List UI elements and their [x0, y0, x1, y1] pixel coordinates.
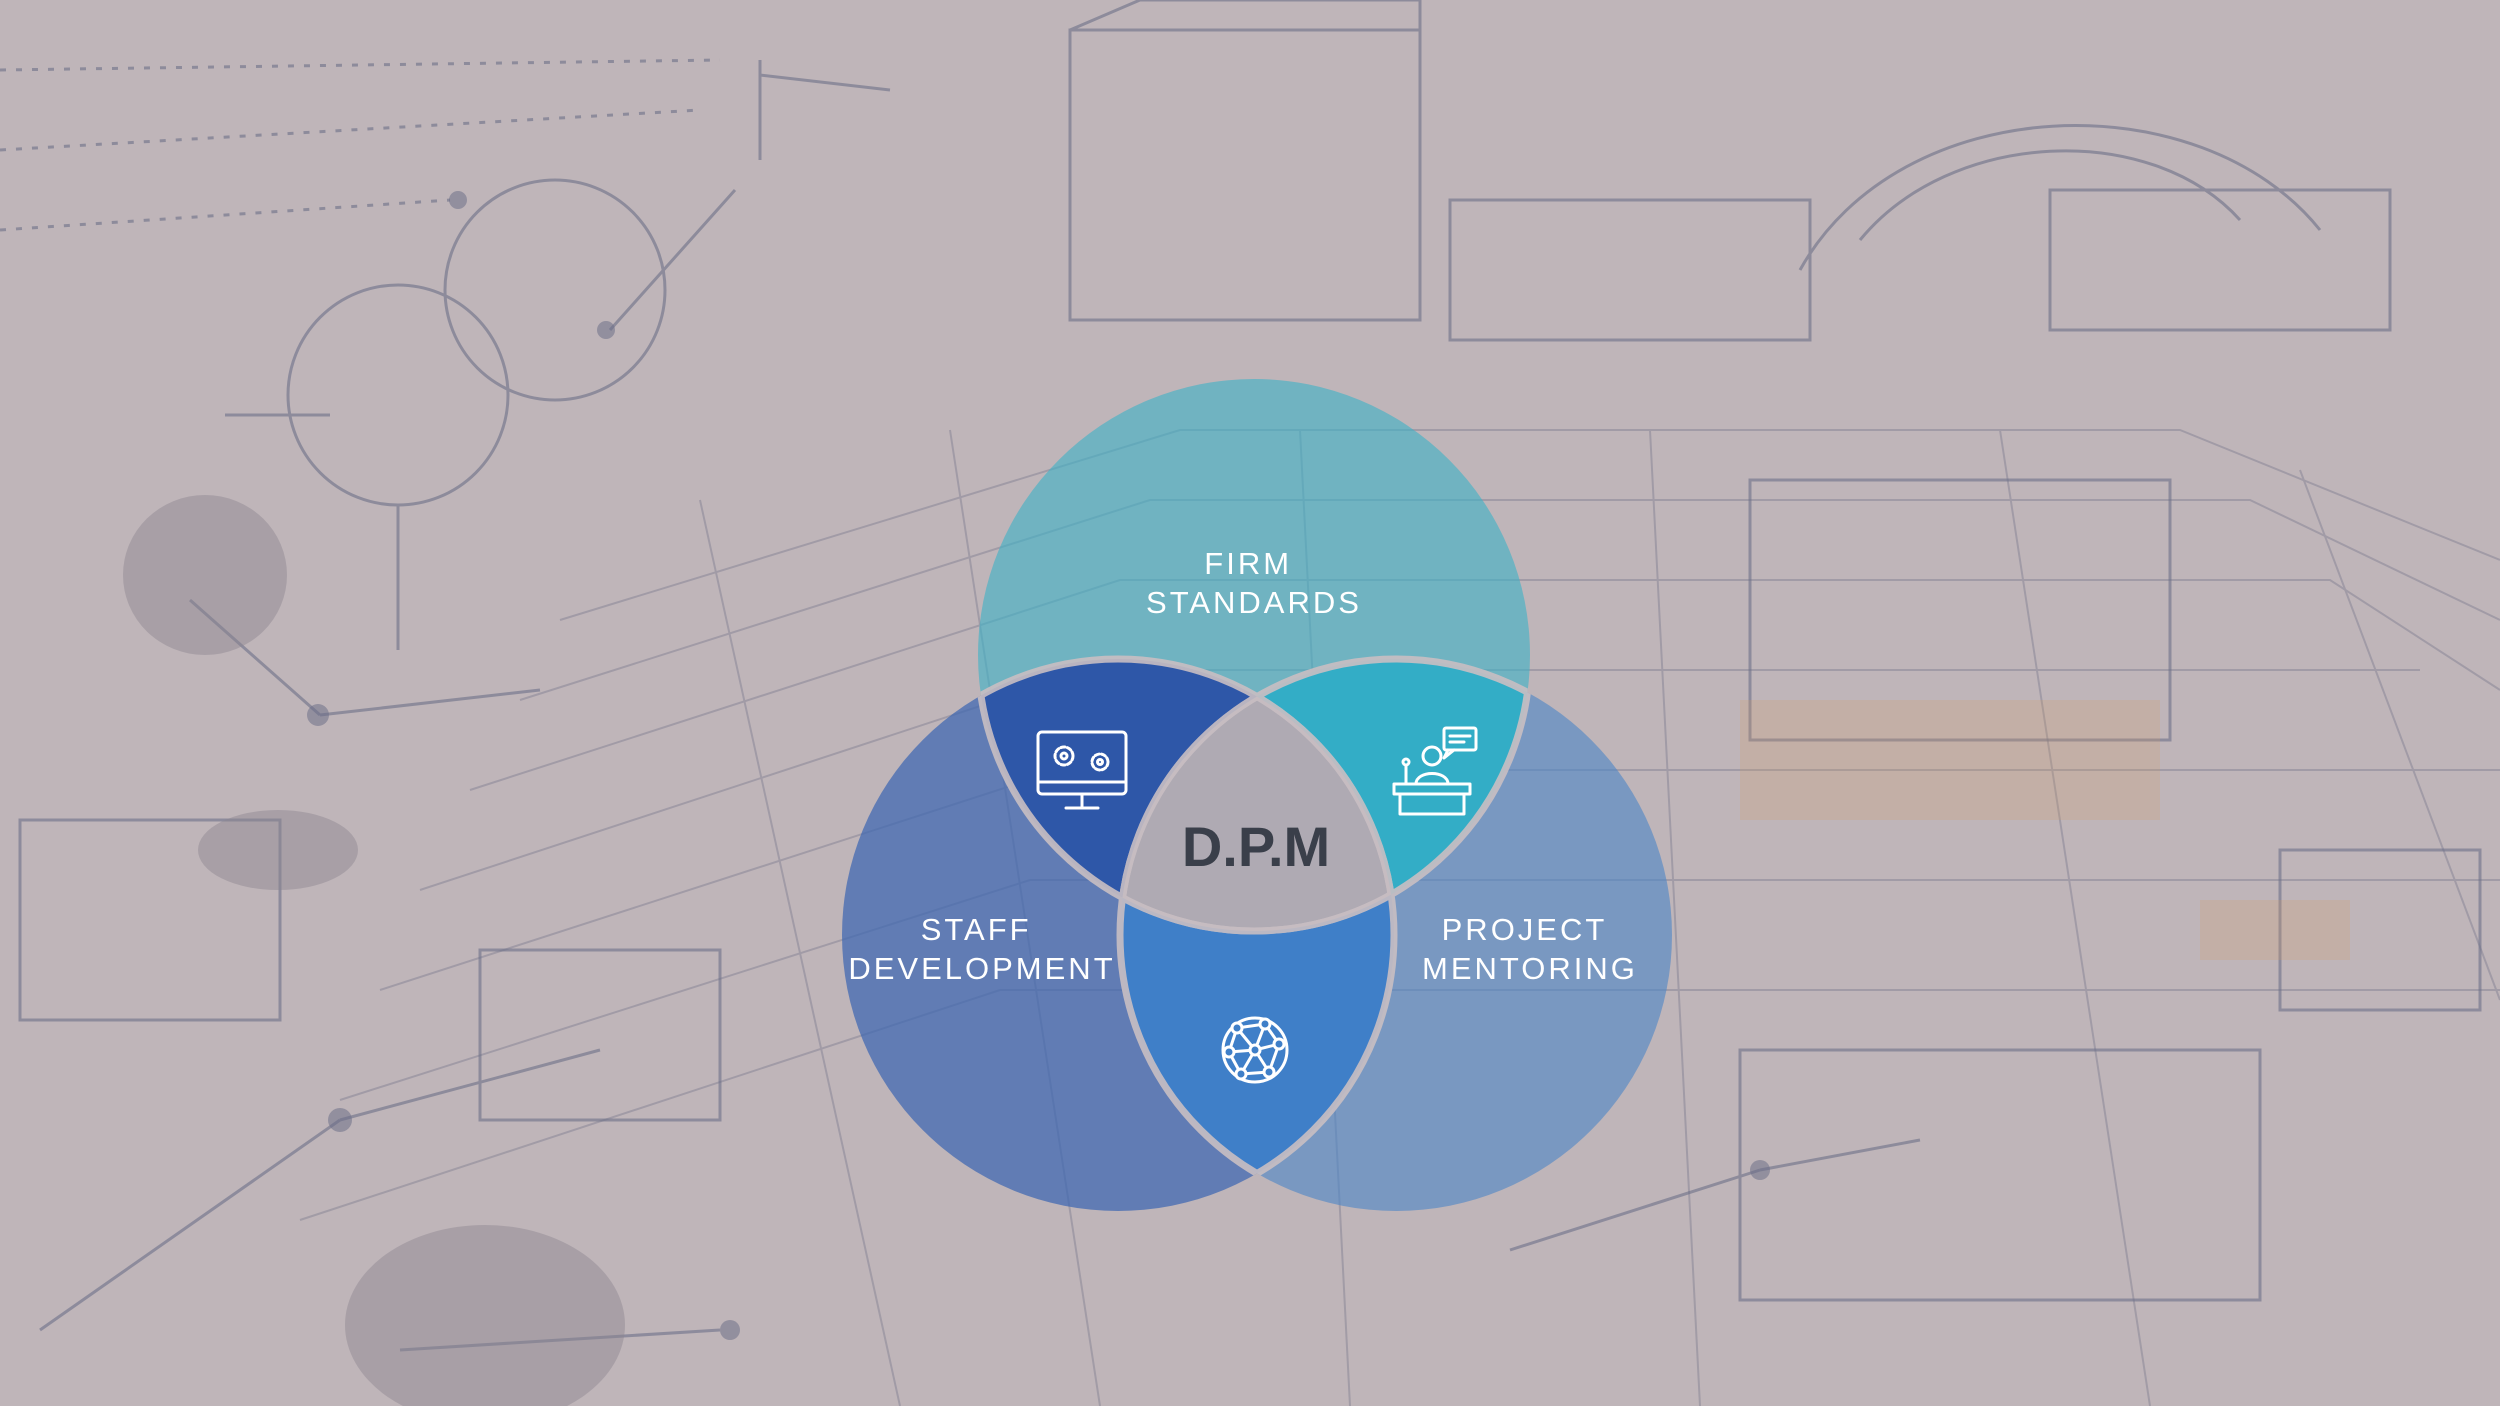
- dpm-center-label: D.P.M: [1182, 815, 1330, 878]
